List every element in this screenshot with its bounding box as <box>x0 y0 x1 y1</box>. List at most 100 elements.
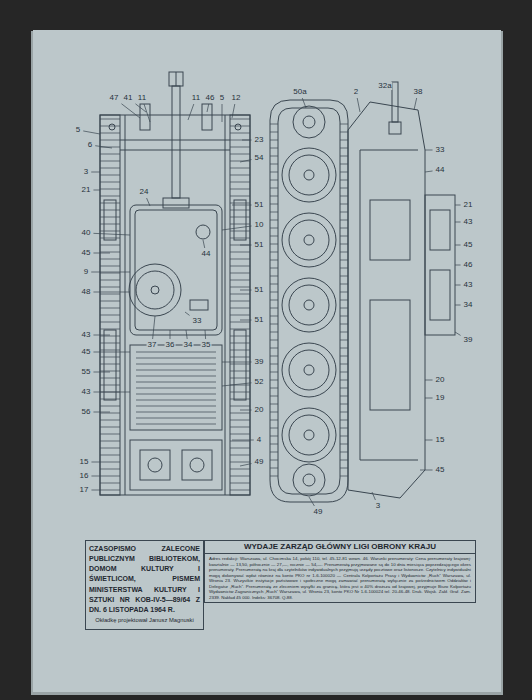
tank-plan-view <box>109 124 115 130</box>
track-tread <box>230 126 250 127</box>
leader-line <box>455 332 461 335</box>
callout-number: 15 <box>79 458 90 466</box>
track-tread <box>100 175 120 176</box>
leader-line <box>455 205 461 206</box>
track-tread <box>100 357 120 358</box>
callout-number: 46 <box>463 261 474 269</box>
road-wheel <box>282 278 336 332</box>
road-wheel <box>289 415 329 455</box>
leader-line <box>186 330 187 339</box>
tank-plan-view <box>129 264 181 316</box>
leader-line <box>455 285 461 286</box>
leader-line <box>425 440 433 441</box>
leader-line <box>91 462 100 463</box>
track-tread <box>100 168 120 169</box>
callout-number: 15 <box>435 436 446 444</box>
track-tread <box>100 182 120 183</box>
box-text: Okładkę projektował Janusz Magnuski <box>89 617 200 625</box>
track-tread <box>270 324 278 325</box>
track-tread <box>230 203 250 204</box>
callout-number: 41 <box>123 94 134 102</box>
road-wheel <box>282 408 336 462</box>
leader-line <box>95 146 112 148</box>
track-tread <box>340 468 348 469</box>
track-tread <box>270 156 278 157</box>
leader-line <box>185 312 190 315</box>
callout-number: 43 <box>81 331 92 339</box>
leader-line <box>188 104 194 120</box>
callout-number: 35 <box>201 341 212 349</box>
track-tread <box>340 188 348 189</box>
callout-number: 39 <box>463 336 474 344</box>
track-tread <box>100 119 348 490</box>
leader-line <box>425 380 433 381</box>
track-tread <box>100 231 120 232</box>
track-tread <box>340 476 348 477</box>
track-tread <box>270 172 278 173</box>
callout-number: 11 <box>191 94 201 102</box>
track-tread <box>230 280 250 281</box>
track-tread <box>100 434 120 435</box>
road-wheel <box>304 430 314 440</box>
text-box: WYDAJE ZARZĄD GŁÓWNY LIGI OBRONY KRAJUAd… <box>204 540 476 603</box>
callout-number: 23 <box>254 136 265 144</box>
track-tread <box>136 352 216 353</box>
track-tread <box>100 462 120 463</box>
track-tread <box>230 252 250 253</box>
road-wheel <box>289 350 329 390</box>
track-tread <box>270 292 278 293</box>
track-tread <box>340 396 348 397</box>
callout-number: 34 <box>463 301 474 309</box>
callout-number: 51 <box>254 241 265 249</box>
road-wheel <box>304 235 314 245</box>
track-tread <box>136 424 216 425</box>
callout-number: 20 <box>435 376 446 384</box>
track-tread <box>136 376 216 377</box>
cover <box>33 30 501 692</box>
tank-plan-view <box>120 150 230 151</box>
track-tread <box>340 244 348 245</box>
track-tread <box>230 364 250 365</box>
track-tread <box>270 204 278 205</box>
track-tread <box>230 378 250 379</box>
leader-line <box>222 104 223 122</box>
track-tread <box>230 427 250 428</box>
leader-line <box>121 104 140 118</box>
track-tread <box>340 436 348 437</box>
road-wheel <box>282 148 336 462</box>
track-tread <box>230 217 250 218</box>
road-wheel <box>304 365 314 375</box>
tank-plan-view <box>190 300 208 310</box>
track-tread <box>136 412 216 413</box>
track-tread <box>100 329 120 330</box>
track-tread <box>136 370 216 371</box>
track-tread <box>230 273 250 274</box>
track-tread <box>340 428 348 429</box>
track-tread <box>100 476 120 477</box>
track-tread <box>340 412 348 413</box>
tank-plan-view <box>176 72 177 86</box>
track-tread <box>230 350 250 351</box>
track-tread <box>100 259 120 260</box>
track-tread <box>270 252 278 253</box>
track-tread <box>340 332 348 333</box>
callout-number: 6 <box>87 141 93 149</box>
callout-number: 24 <box>139 188 150 196</box>
leader-line <box>91 172 100 173</box>
track-tread <box>100 420 120 421</box>
road-wheel <box>282 213 336 267</box>
track-tread <box>340 268 348 269</box>
track-tread <box>230 399 250 400</box>
track-tread <box>100 140 120 141</box>
track-tread <box>340 460 348 461</box>
track-tread <box>340 132 348 133</box>
leader-line <box>93 352 130 353</box>
road-wheel <box>282 343 336 397</box>
tank-side-view <box>270 100 348 502</box>
track-tread <box>270 404 278 405</box>
track-tread <box>230 315 250 316</box>
track-tread <box>340 212 348 213</box>
track-tread <box>340 252 348 253</box>
callout-number: 43 <box>463 281 474 289</box>
callout-number: 47 <box>109 94 120 102</box>
